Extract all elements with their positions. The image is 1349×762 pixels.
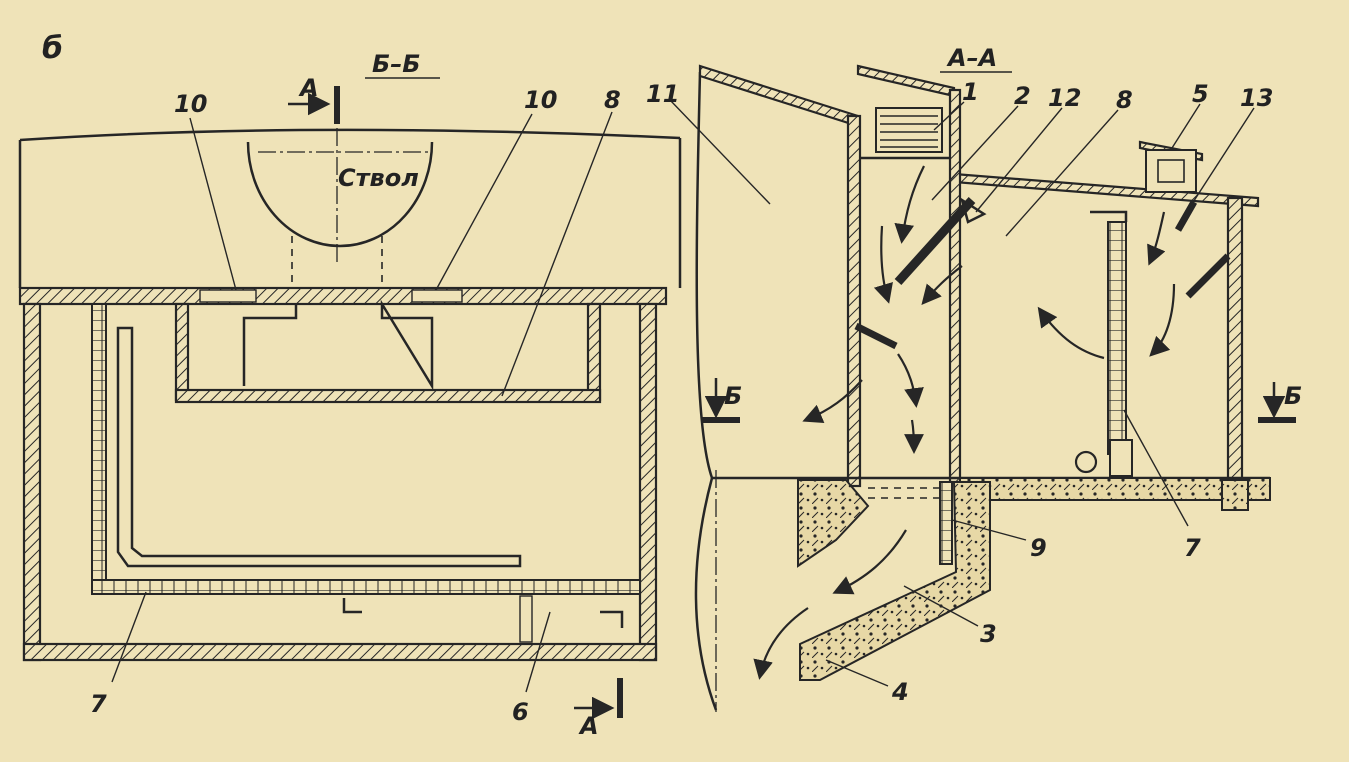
heater-7-base [1109,439,1133,477]
plan-leader-10b [435,113,533,291]
section-callout-4: 4 [891,678,909,706]
room-wall-baffle [1185,253,1231,299]
section-callout-5: 5 [1192,80,1209,108]
airflow-arrow-3 [921,265,963,306]
section-leader-7 [1123,409,1189,527]
plan-leader-6 [525,611,551,693]
view-letter: б [42,31,63,66]
plan-callout-6: 6 [512,698,529,726]
plan-unit-6-mark [600,610,624,628]
plan-back-wall [22,642,658,662]
plan-left-wall [22,302,42,662]
plan-callout-7: 7 [90,690,107,718]
plan-callout-10b: 10 [524,86,557,114]
plan-heater-pipe [116,326,522,568]
damper-12 [894,196,976,286]
channel-left-foundation [797,479,870,568]
section-leader-11 [669,99,771,205]
section-callout-7: 7 [1184,534,1201,562]
heater-7 [1107,221,1127,455]
airflow-arrow-10 [832,529,907,595]
plan-opening-left [199,289,257,303]
damper-12-hinge [959,197,987,224]
tower-baffle [854,322,898,350]
section-leader-13 [1187,107,1255,211]
airflow-arrow-4 [897,353,924,408]
airflow-arrow-7 [1037,306,1105,360]
baffle-13 [1174,200,1198,232]
section-leader-8 [1005,109,1119,237]
plan-leader-8 [501,111,613,397]
plan-inner-brick-bottom [91,579,641,595]
plan-cut-marker-bottom: А [578,712,599,740]
louvre-1-slats [880,115,938,148]
section-room-right-wall [1226,196,1244,484]
plan-chamber-left [174,302,190,402]
louvre-1 [875,107,943,153]
heater-7-top-pipe [1090,210,1128,222]
section-tower-right-wall [948,88,962,484]
section-shaft-wall-lower [694,477,718,711]
plan-callout-10a: 10 [174,90,207,118]
section-leader-9 [951,519,1027,541]
channel-lining-9 [939,481,953,565]
plan-chamber-right [586,302,602,402]
section-tower-left-wall [846,114,862,488]
section-callout-13: 13 [1240,84,1273,112]
plan-callout-8: 8 [604,86,621,114]
airflow-arrow-5 [904,419,924,454]
plan-chamber-bottom [174,388,602,404]
section-cut-marker-left: Б [724,382,742,410]
section-view: А–А [646,44,1302,712]
plan-right-wall [638,302,658,662]
plan-shaft-collar [242,299,434,391]
airflow-arrow-1 [894,165,925,244]
section-callout-12: 12 [1048,84,1081,112]
plan-rock-edge [19,128,681,142]
section-callout-2: 2 [1014,82,1031,110]
plan-view: б Б–Б А Ствол [18,31,682,740]
airflow-arrow-2 [873,225,893,304]
section-leader-12 [975,107,1063,213]
plan-opening-right [411,289,463,303]
section-leader-2 [931,105,1019,201]
section-callout-3: 3 [980,620,997,648]
section-callout-11: 11 [646,80,679,108]
section-leader-5 [1171,103,1201,149]
plan-shaft-label: Ствол [338,164,419,192]
section-callout-1: 1 [962,78,979,106]
airflow-arrow-9 [1149,283,1176,357]
plan-leader-7 [111,591,147,683]
section-leader-4 [825,659,889,687]
room-footing [1221,479,1249,511]
section-leader-3 [903,585,979,627]
plan-door-mark [342,598,362,614]
section-shaft-wall-upper [695,71,714,479]
plan-unit-6-wall [519,595,533,643]
unit-5-grille [1157,159,1185,183]
channel-floor-3-4 [799,481,991,681]
plan-inner-brick-left [91,303,107,595]
heater-7-wheel [1074,450,1098,474]
airflow-arrow-8 [1147,211,1166,266]
section-leader-1 [933,101,965,131]
section-title: А–А [946,44,997,72]
airflow-arrow-6 [802,379,863,424]
airflow-arrow-11 [753,607,809,680]
section-callout-9: 9 [1030,534,1047,562]
plan-cut-marker-top: А [298,74,319,102]
plan-section-title: Б–Б [372,50,421,78]
section-cut-marker-right: Б [1284,382,1302,410]
plan-shaft-outline [246,141,434,248]
section-callout-8: 8 [1116,86,1133,114]
plan-front-wall [18,286,668,306]
plan-leader-10a [189,117,237,291]
